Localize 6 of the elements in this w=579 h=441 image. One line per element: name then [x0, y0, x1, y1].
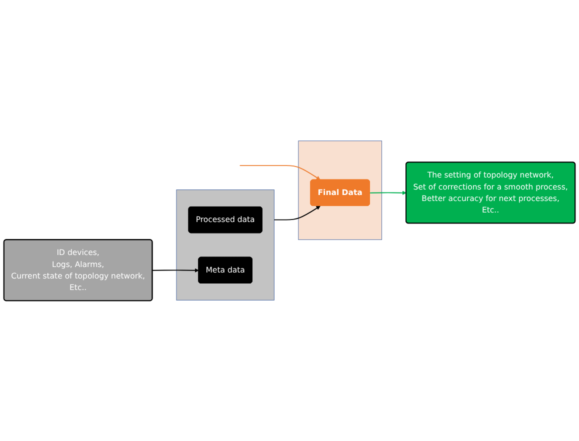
arrow	[152, 268, 199, 272]
cluster	[176, 189, 274, 300]
arrow	[274, 206, 320, 220]
arrow	[369, 190, 406, 195]
arrow	[239, 164, 320, 180]
cluster	[298, 140, 382, 240]
